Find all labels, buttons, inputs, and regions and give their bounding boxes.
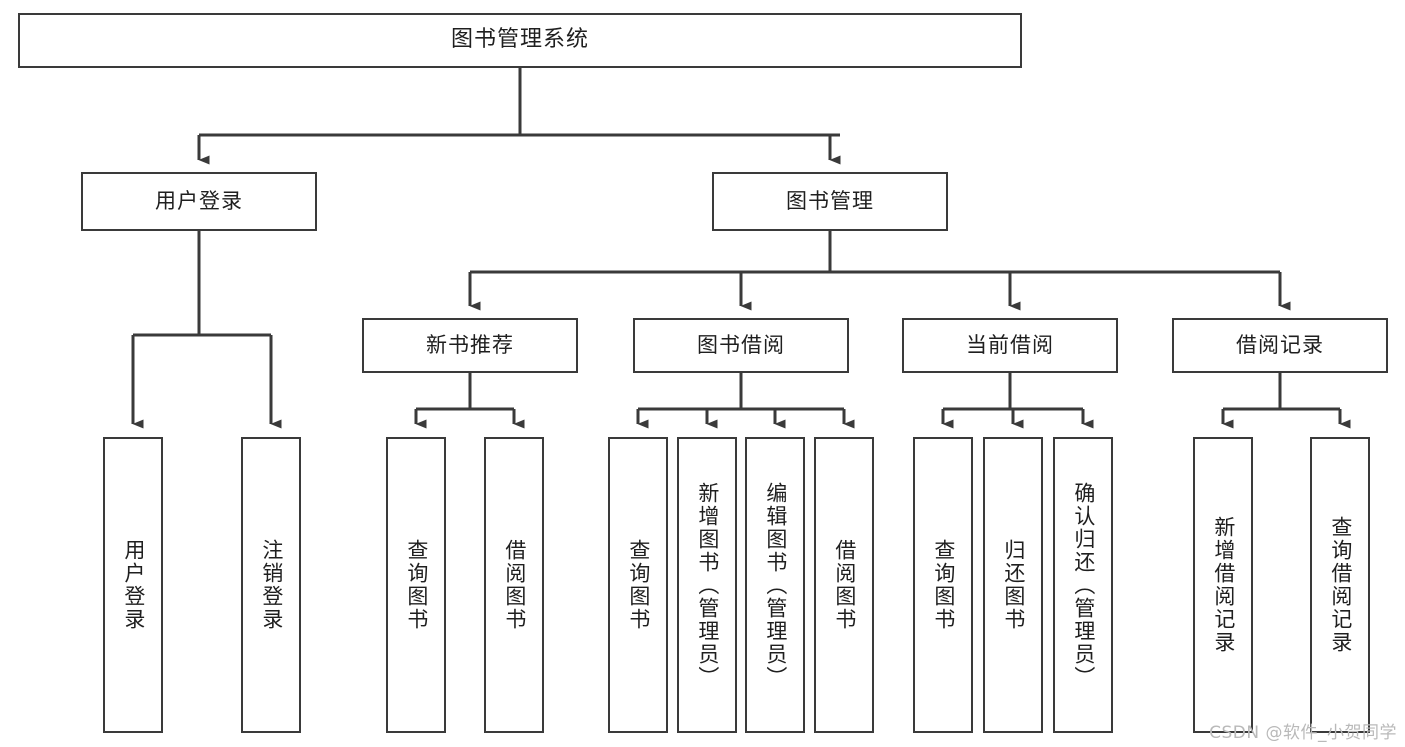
node-root-label: 图书管理系统 [450,27,589,53]
node-leaf-query-book-cur-label: 查询图书 [931,539,956,631]
node-new-book-recommend[interactable]: 新书推荐 [362,318,578,373]
node-root[interactable]: 图书管理系统 [18,13,1022,68]
node-leaf-query-book-borrow-label: 查询图书 [626,539,651,631]
node-leaf-edit-book-label: 编辑图书（管理员） [763,481,788,689]
node-book-manage-label: 图书管理 [786,188,874,213]
node-leaf-add-record[interactable]: 新增借阅记录 [1193,437,1253,733]
node-borrow-record-label: 借阅记录 [1236,332,1324,357]
node-leaf-add-record-label: 新增借阅记录 [1211,516,1236,654]
node-leaf-add-book[interactable]: 新增图书（管理员） [677,437,737,733]
node-user-login[interactable]: 用户登录 [81,172,317,231]
node-current-borrow-label: 当前借阅 [966,332,1054,357]
node-leaf-query-book-rec[interactable]: 查询图书 [386,437,446,733]
node-book-manage[interactable]: 图书管理 [712,172,948,231]
node-leaf-user-login-label: 用户登录 [121,539,146,631]
node-leaf-edit-book[interactable]: 编辑图书（管理员） [745,437,805,733]
node-leaf-query-book-rec-label: 查询图书 [404,539,429,631]
node-user-login-label: 用户登录 [155,188,243,213]
csdn-watermark: CSDN @软件_小贺同学 [1209,723,1397,743]
node-book-borrow-label: 图书借阅 [697,332,785,357]
node-book-borrow[interactable]: 图书借阅 [633,318,849,373]
node-leaf-query-record[interactable]: 查询借阅记录 [1310,437,1370,733]
node-leaf-borrow-book-rec-label: 借阅图书 [502,539,527,631]
node-leaf-user-logout-label: 注销登录 [259,539,284,631]
node-current-borrow[interactable]: 当前借阅 [902,318,1118,373]
node-leaf-borrow-book-label: 借阅图书 [832,539,857,631]
node-leaf-borrow-book-rec[interactable]: 借阅图书 [484,437,544,733]
node-borrow-record[interactable]: 借阅记录 [1172,318,1388,373]
node-leaf-user-login[interactable]: 用户登录 [103,437,163,733]
node-leaf-borrow-book[interactable]: 借阅图书 [814,437,874,733]
node-leaf-query-book-borrow[interactable]: 查询图书 [608,437,668,733]
node-leaf-return-book-label: 归还图书 [1001,539,1026,631]
node-leaf-confirm-return-label: 确认归还（管理员） [1071,481,1096,689]
node-leaf-add-book-label: 新增图书（管理员） [695,481,720,689]
node-new-book-recommend-label: 新书推荐 [426,332,514,357]
node-leaf-query-book-cur[interactable]: 查询图书 [913,437,973,733]
node-leaf-user-logout[interactable]: 注销登录 [241,437,301,733]
node-leaf-query-record-label: 查询借阅记录 [1328,516,1353,654]
node-leaf-return-book[interactable]: 归还图书 [983,437,1043,733]
node-leaf-confirm-return[interactable]: 确认归还（管理员） [1053,437,1113,733]
